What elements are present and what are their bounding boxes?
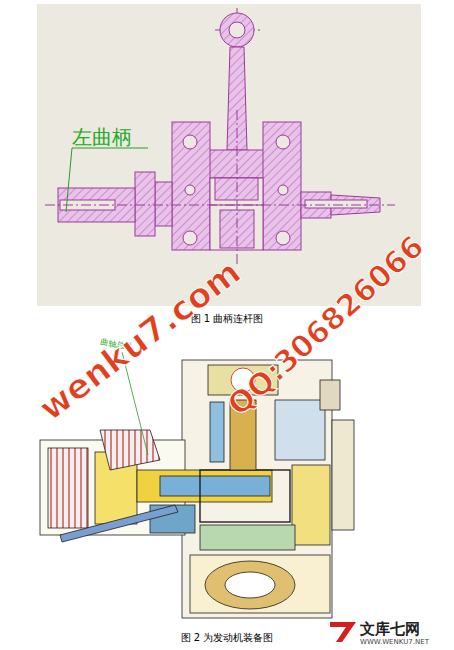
logo-mark [330,622,356,642]
figure-caption: 图 2 为发动机装备图 [181,631,274,645]
part-label: 左曲柄 [72,124,132,151]
logo-text: 文库七网 [360,620,420,639]
crank-connecting-rod [58,8,380,250]
leader-line [66,148,148,212]
logo-text: WWW.WENKU7.NET [360,638,429,646]
